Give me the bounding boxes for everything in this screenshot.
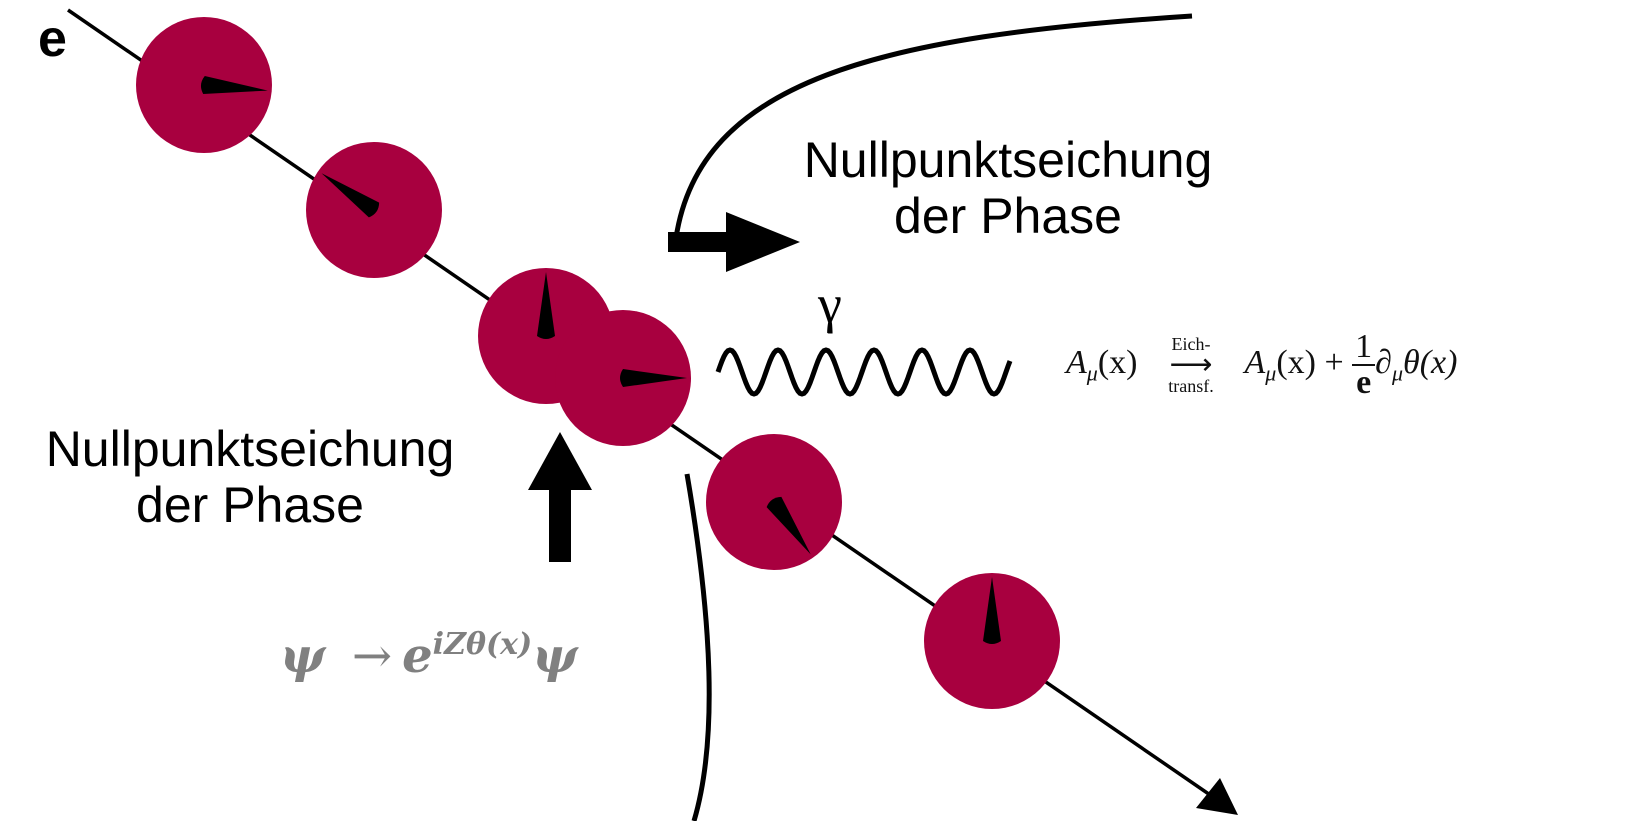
- particle-2: [306, 142, 442, 278]
- phase-pointer: [321, 173, 380, 218]
- electron-label: e: [38, 10, 67, 68]
- a-lhs-sub: μ: [1086, 360, 1098, 386]
- photon-wave: [715, 347, 1013, 397]
- photon-label: γ: [818, 274, 842, 334]
- a-lhs-arg: (x): [1097, 343, 1138, 381]
- psi-exp-base: e: [402, 628, 433, 684]
- top-phase-label: Nullpunktseichung der Phase: [758, 132, 1258, 244]
- particle-6: [924, 573, 1060, 709]
- theta-term: θ(x): [1403, 343, 1458, 381]
- top-phase-label-line-1: Nullpunktseichung: [803, 132, 1213, 188]
- phase-pointer: [200, 76, 268, 94]
- one-over-e-fraction: 1 e: [1352, 330, 1376, 401]
- particle-5: [706, 434, 842, 570]
- psi-exponent: iZθ(x): [432, 627, 533, 662]
- phase-pointer: [620, 369, 687, 387]
- psi-arrow: →: [351, 628, 393, 684]
- top-arrow-icon: [668, 212, 800, 272]
- partial-sub: μ: [1391, 360, 1403, 386]
- gauge-arrow-bottom: transf.: [1168, 376, 1214, 396]
- fraction-denominator: e: [1356, 364, 1372, 401]
- bottom-gauge-curve: [684, 473, 712, 821]
- gauge-arrow-top: Eich-: [1171, 334, 1211, 354]
- phase-pointer: [537, 272, 555, 339]
- partial-symbol: ∂: [1375, 343, 1392, 381]
- left-up-arrow-icon: [528, 432, 592, 562]
- gauge-field-formula: Aμ(x) Eich- ⟶ transf. Aμ(x) + 1 e ∂μθ(x): [1066, 330, 1457, 400]
- gauge-arrow: Eich- ⟶ transf.: [1146, 335, 1236, 395]
- a-rhs: A: [1244, 343, 1266, 381]
- particle-1: [136, 17, 272, 153]
- trajectory-arrowhead: [1196, 778, 1238, 815]
- phase-pointer: [766, 496, 811, 555]
- gauge-arrow-symbol: ⟶: [1169, 348, 1213, 381]
- fraction-numerator: 1: [1352, 330, 1376, 366]
- left-phase-label: Nullpunktseichung der Phase: [0, 421, 500, 533]
- left-phase-label-line-2: der Phase: [136, 477, 364, 533]
- a-rhs-sub: μ: [1265, 360, 1277, 386]
- top-gauge-curve: [673, 13, 1193, 239]
- a-lhs: A: [1066, 343, 1087, 381]
- psi-transformation-formula: ψ →eiZθ(x)ψ: [280, 628, 577, 684]
- psi-lhs: ψ: [280, 628, 326, 684]
- a-rhs-arg: (x) +: [1276, 343, 1344, 381]
- top-phase-label-line-2: der Phase: [894, 188, 1122, 244]
- left-phase-label-line-1: Nullpunktseichung: [45, 421, 455, 477]
- psi-rhs: ψ: [532, 628, 578, 684]
- phase-pointer: [983, 577, 1001, 644]
- particle-4: [555, 310, 691, 446]
